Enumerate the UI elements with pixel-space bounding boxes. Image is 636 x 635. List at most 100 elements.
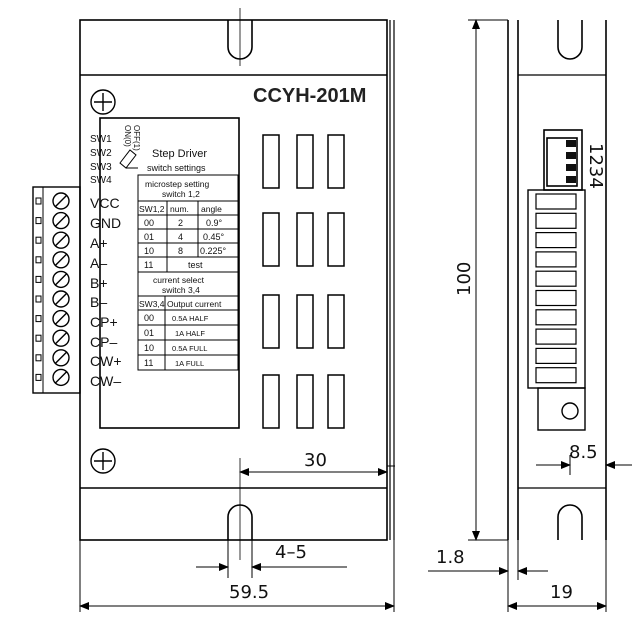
dimension-19	[507, 540, 607, 612]
vent-slot	[327, 294, 345, 349]
dim-depth: 19	[550, 582, 573, 603]
terminal-screw-icon	[35, 192, 70, 210]
table-cell: 11	[144, 358, 153, 368]
table-cell: 0.5A HALF	[172, 314, 209, 323]
side-terminal-block	[527, 189, 586, 431]
table-cell: 0.9°	[206, 218, 223, 228]
terminal-labels: VCC GND A+ A– B+ B– CP+ CP– CW+ CW–	[90, 195, 122, 389]
terminal-label: B+	[90, 275, 108, 291]
side-top-slot	[557, 20, 583, 60]
switch-label: SW3	[90, 162, 112, 173]
current-header: switch 3,4	[162, 285, 200, 295]
vent-slot	[262, 134, 280, 189]
dimension-4-5	[196, 528, 347, 578]
table-cell: 10	[144, 246, 154, 256]
vent-slot	[327, 134, 345, 189]
table-col-header: angle	[201, 204, 222, 214]
side-terminal-slot	[535, 367, 577, 384]
table-cell: 1A FULL	[175, 359, 204, 368]
model-label: CCYH-201M	[253, 85, 366, 107]
terminal-label: B–	[90, 294, 107, 310]
vent-slot	[262, 294, 280, 349]
screw-icon	[90, 448, 116, 474]
table-cell: 01	[144, 232, 154, 242]
dimension-100	[468, 19, 508, 541]
terminal-screw-icon	[35, 251, 70, 269]
table-col-header: SW1,2	[139, 204, 165, 214]
switch-label: SW4	[90, 175, 112, 186]
terminal-label: GND	[90, 215, 121, 231]
switch-state-off: OFF(1)	[132, 125, 141, 151]
vent-slot	[296, 212, 314, 267]
side-terminal-slot	[535, 270, 577, 287]
terminal-label: A–	[90, 255, 107, 271]
table-cell: test	[188, 260, 203, 270]
table-col-header: SW3,4	[139, 299, 165, 309]
side-terminal-slot	[535, 347, 577, 364]
table-cell: 01	[144, 328, 154, 338]
side-terminal-slots	[535, 193, 577, 384]
vent-slot	[327, 374, 345, 429]
vent-slot	[327, 212, 345, 267]
terminal-label: VCC	[90, 195, 120, 211]
terminal-label: CP–	[90, 334, 117, 350]
table-cell: 0.5A FULL	[172, 344, 207, 353]
side-terminal-slot	[535, 251, 577, 268]
dim-flange: 1.8	[436, 547, 465, 568]
dip-switch-icon	[119, 149, 138, 169]
terminal-screw-icon	[35, 231, 70, 249]
table-col-header: Output current	[167, 299, 222, 309]
vent-slot	[296, 374, 314, 429]
terminal-label: A+	[90, 235, 108, 251]
table-cell: 4	[178, 232, 183, 242]
table-col-header: num.	[170, 204, 189, 214]
front-view	[79, 19, 395, 541]
dimension-59-5	[79, 540, 395, 612]
table-cell: 00	[144, 313, 154, 323]
table-cell: 0.225°	[200, 246, 227, 256]
micro-header: microstep setting	[145, 179, 210, 189]
panel-subtitle: switch settings	[147, 163, 206, 173]
dimension-30	[239, 465, 395, 476]
dimension-8-5	[536, 455, 632, 475]
terminal-screws	[35, 192, 70, 387]
terminal-block	[32, 186, 81, 394]
vent-slot	[262, 212, 280, 267]
switch-label: SW2	[90, 148, 112, 159]
table-cell: 0.45°	[203, 232, 225, 242]
table-cell: 1A HALF	[175, 329, 205, 338]
terminal-screw-icon	[35, 211, 70, 230]
screw-icon	[90, 89, 116, 115]
settings-panel: Step Driver switch settings microstep se…	[99, 117, 240, 429]
side-terminal-slot	[535, 328, 577, 345]
terminal-screw-icon	[35, 368, 70, 387]
terminal-screw-icon	[35, 309, 70, 328]
switch-labels: SW1 SW2 SW3 SW4	[90, 134, 112, 186]
side-terminal-slot	[535, 309, 577, 326]
terminal-screw-icon	[35, 270, 70, 289]
terminal-screw-icon	[35, 349, 70, 367]
dip-switch-levers	[566, 140, 576, 183]
switch-label: SW1	[90, 134, 112, 145]
side-terminal-slot	[535, 212, 577, 229]
vent-slot	[296, 294, 314, 349]
micro-header: switch 1,2	[162, 189, 200, 199]
vent-slot	[296, 134, 314, 189]
table-cell: 10	[144, 343, 154, 353]
table-cell: 8	[178, 246, 183, 256]
side-terminal-slot	[535, 232, 577, 249]
dim-height: 100	[454, 262, 475, 296]
table-cell: 00	[144, 218, 154, 228]
terminal-label: CW–	[90, 373, 121, 389]
side-bottom-slot	[557, 504, 583, 540]
side-terminal-slot	[535, 193, 577, 210]
dim-hole-span: 30	[304, 450, 327, 471]
dim-slot-offset: 4–5	[275, 542, 307, 563]
terminal-screw-icon	[35, 290, 70, 308]
side-switch-label: 1234	[585, 143, 606, 189]
terminal-screw-icon	[35, 329, 70, 347]
vent-slot	[262, 374, 280, 429]
side-terminal-slot	[535, 289, 577, 307]
panel-title: Step Driver	[152, 148, 207, 160]
